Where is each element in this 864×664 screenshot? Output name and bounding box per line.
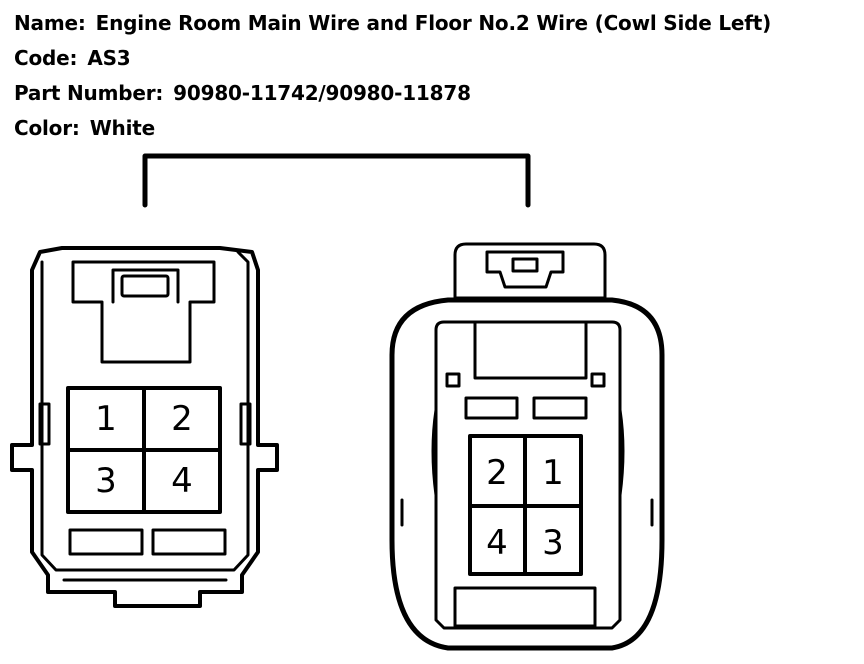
- part-number-label: Part Number:: [14, 81, 164, 105]
- left-pin-2-label: 2: [171, 399, 193, 439]
- right-pin-2-label: 2: [486, 453, 508, 493]
- color-line: Color: White: [14, 111, 771, 146]
- left-connector: [10, 246, 279, 608]
- left-pin-1-label: 1: [95, 399, 117, 439]
- code-line: Code: AS3: [14, 41, 771, 76]
- part-number-value: 90980-11742/90980-11878: [173, 81, 471, 105]
- right-pin-4-label: 4: [486, 523, 508, 563]
- color-label: Color:: [14, 116, 80, 140]
- left-pin-4-label: 4: [171, 461, 193, 501]
- part-number-line: Part Number: 90980-11742/90980-11878: [14, 76, 771, 111]
- mating-bracket: [142, 153, 531, 208]
- name-line: Name: Engine Room Main Wire and Floor No.…: [14, 6, 771, 41]
- connector-info: Name: Engine Room Main Wire and Floor No.…: [14, 6, 771, 146]
- right-connector: [389, 242, 665, 651]
- left-pin-3-label: 3: [95, 461, 117, 501]
- code-label: Code:: [14, 46, 78, 70]
- name-label: Name:: [14, 11, 86, 35]
- code-value: AS3: [87, 46, 131, 70]
- color-value: White: [89, 116, 155, 140]
- right-pin-1-label: 1: [542, 453, 564, 493]
- name-value: Engine Room Main Wire and Floor No.2 Wir…: [95, 11, 772, 35]
- right-pin-3-label: 3: [542, 523, 564, 563]
